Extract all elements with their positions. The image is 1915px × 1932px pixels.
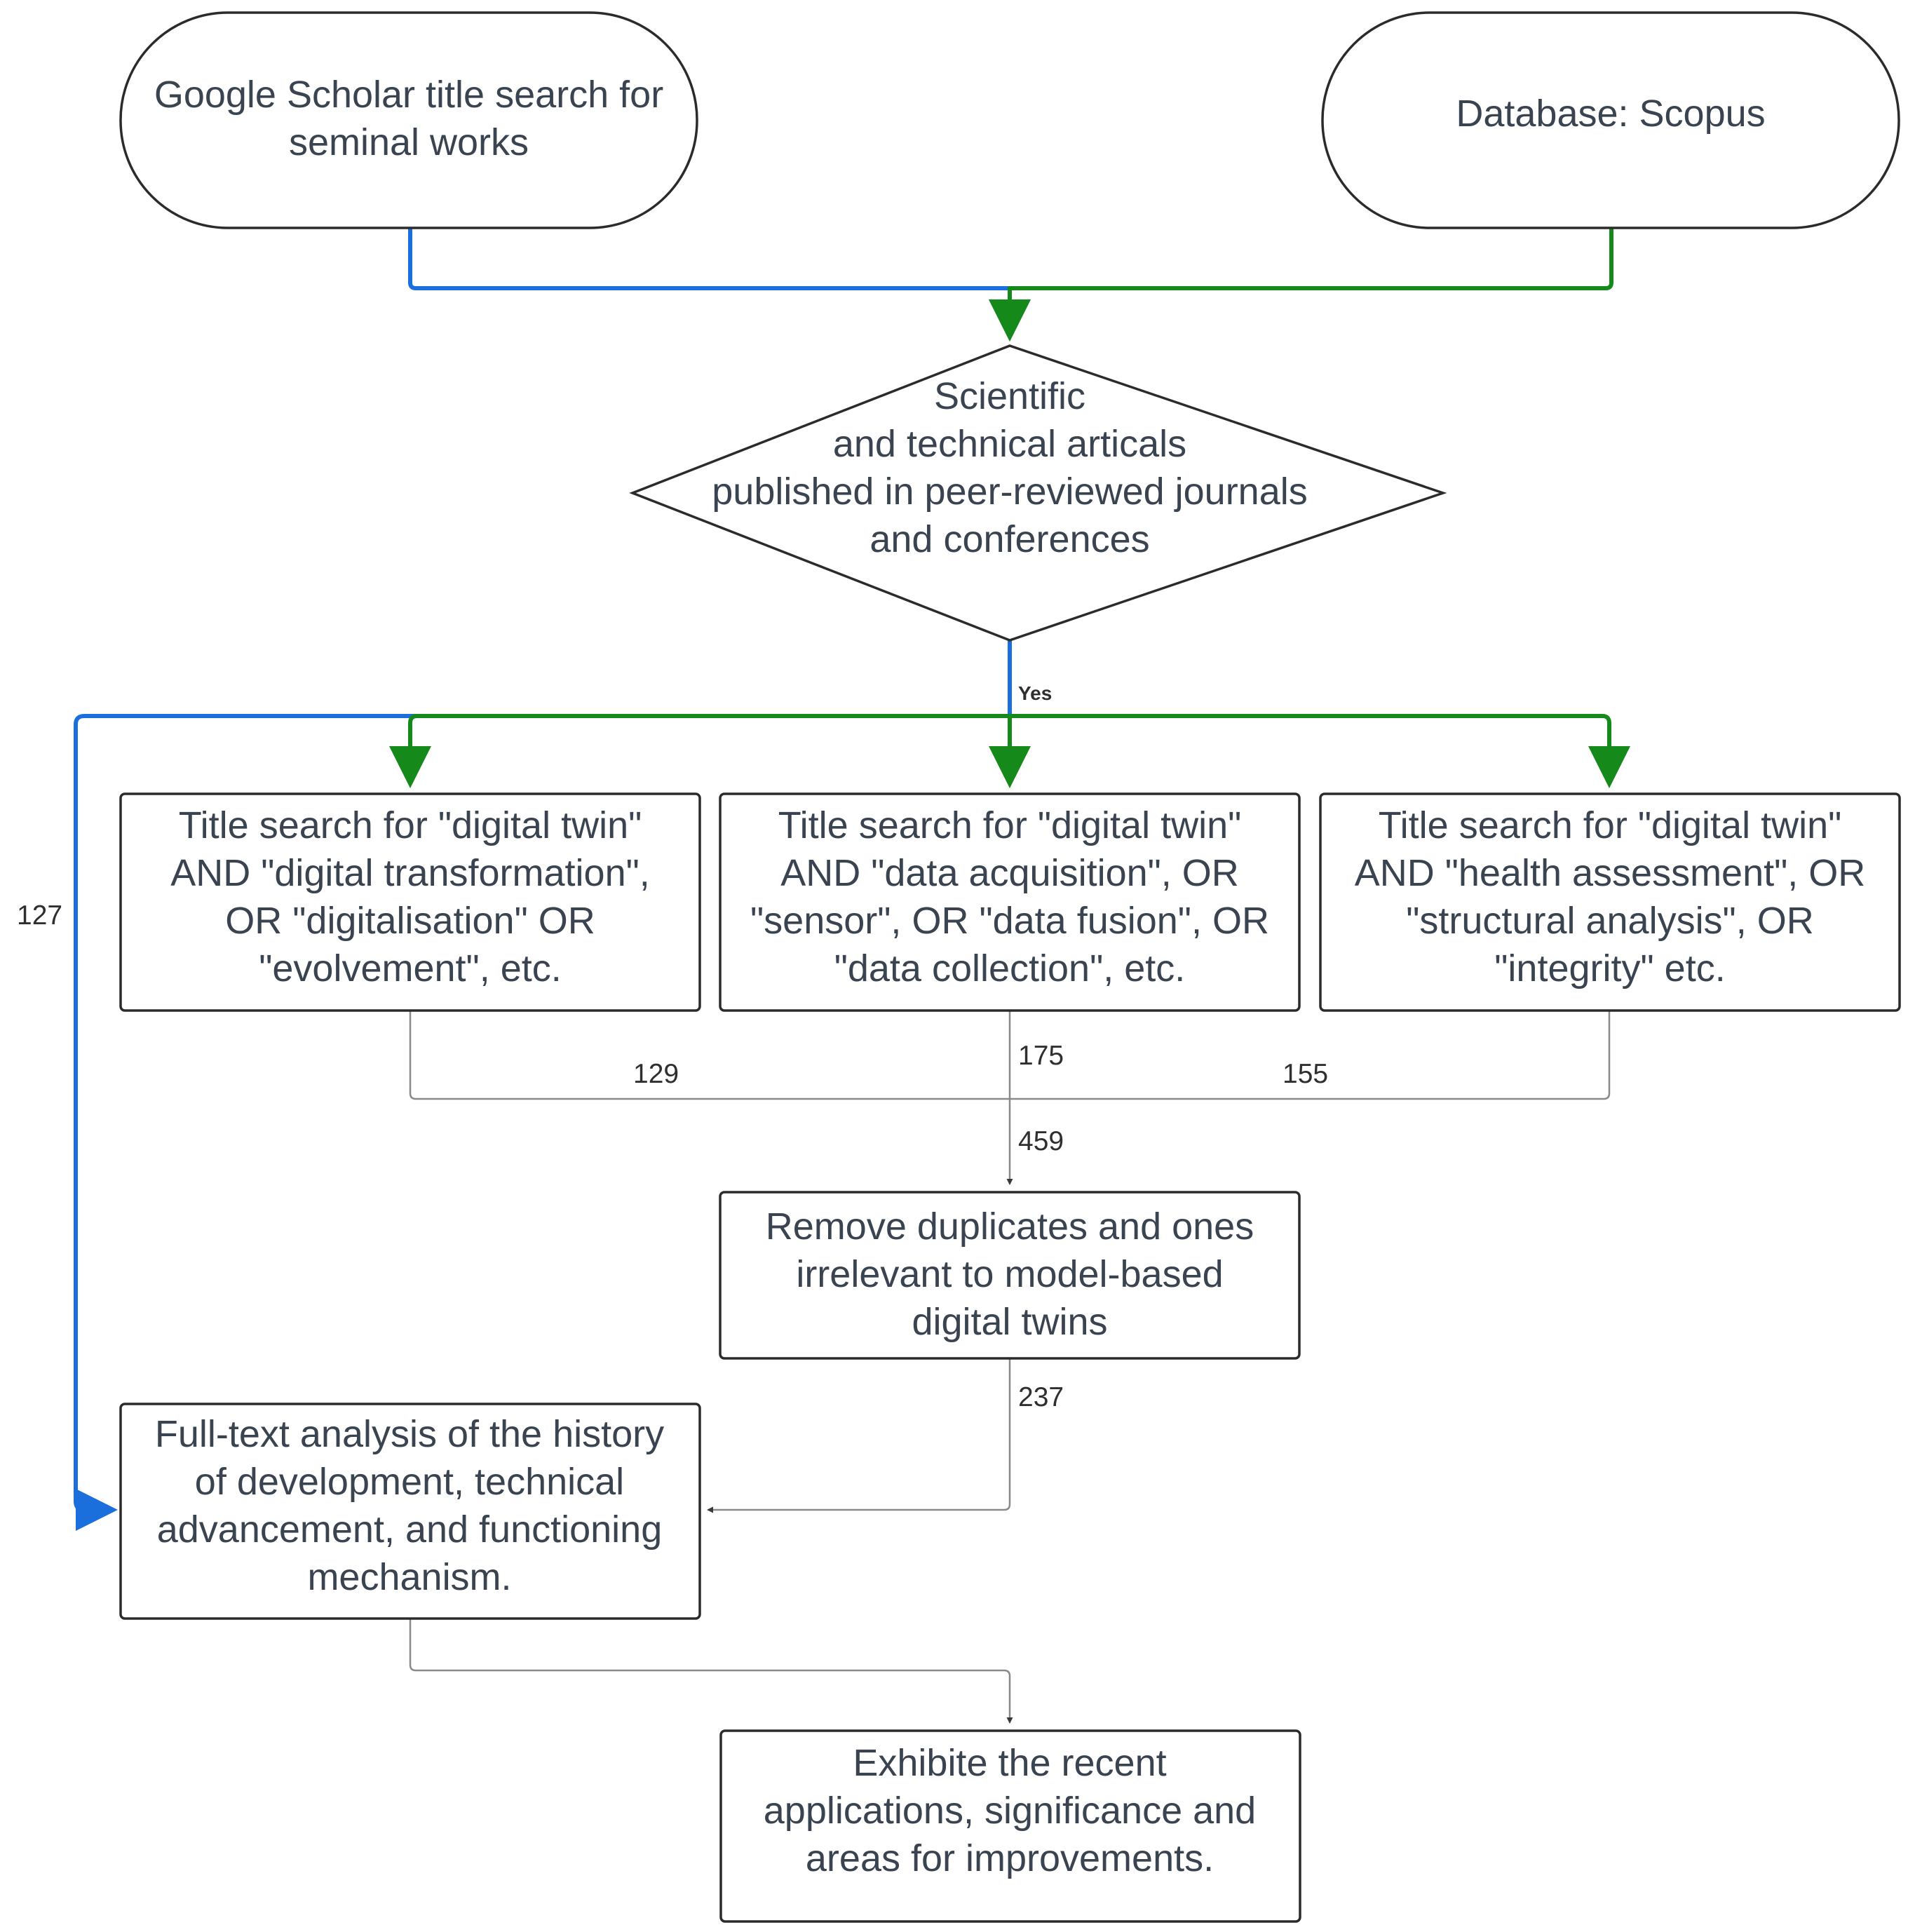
edge-health-to-merge xyxy=(1010,1011,1611,1100)
edge-fulltext-to-exhibit xyxy=(409,1619,1013,1724)
start-scholar-shape xyxy=(119,11,698,229)
node-line: Database: Scopus xyxy=(1456,93,1765,135)
search-transformation-shape xyxy=(119,792,701,1012)
edge-scholar-to-fulltext xyxy=(74,714,1012,1531)
node-line: Title search for "digital twin" xyxy=(778,804,1242,846)
node-line: OR "digitalisation" OR xyxy=(225,900,595,942)
node-line: irrelevant to model-based xyxy=(796,1253,1223,1295)
node-line: and conferences xyxy=(869,518,1149,560)
edge-label-175: 175 xyxy=(1018,1041,1064,1071)
node-line: Exhibite the recent xyxy=(853,1742,1166,1784)
decision-shape xyxy=(629,344,1447,642)
exhibit-shape xyxy=(719,1729,1301,1923)
node-line: Title search for "digital twin" xyxy=(1379,804,1842,846)
edge-labels: Yes 127 129 175 155 459 237 xyxy=(17,682,1328,1412)
edge-label-459: 459 xyxy=(1018,1126,1064,1156)
search-acquisition-shape xyxy=(719,792,1301,1012)
start-scopus-text: Database: Scopus xyxy=(1456,93,1765,135)
node-line: "sensor", OR "data fusion", OR xyxy=(750,900,1269,942)
node-line: AND "digital transformation", xyxy=(170,852,650,894)
exhibit-text: Exhibite the recent applications, signifi… xyxy=(764,1742,1256,1879)
remove-duplicates-shape xyxy=(719,1191,1301,1360)
node-line: mechanism. xyxy=(307,1556,511,1598)
edge-scopus-to-decision xyxy=(989,226,1613,342)
node-line: of development, technical xyxy=(195,1461,624,1503)
node-line: areas for improvements. xyxy=(806,1837,1214,1879)
node-line: AND "data acquisition", OR xyxy=(780,852,1239,894)
shapes xyxy=(119,11,1901,1923)
node-line: digital twins xyxy=(912,1301,1107,1343)
edge-label-155: 155 xyxy=(1283,1059,1328,1089)
node-line: "structural analysis", OR xyxy=(1406,900,1814,942)
edge-transformation-to-merge xyxy=(409,1011,1010,1100)
search-acquisition-text: Title search for "digital twin" AND "data… xyxy=(750,804,1269,989)
node-line: Google Scholar title search for xyxy=(154,74,663,116)
edge-decision-to-transformation xyxy=(389,714,1012,788)
node-line: seminal works xyxy=(289,121,529,163)
start-scholar-text: Google Scholar title search for seminal w… xyxy=(154,74,663,163)
node-line: Full-text analysis of the history xyxy=(155,1413,664,1455)
edge-label-127: 127 xyxy=(17,900,62,931)
remove-duplicates-text: Remove duplicates and ones irrelevant to … xyxy=(766,1205,1254,1343)
search-health-text: Title search for "digital twin" AND "heal… xyxy=(1355,804,1866,989)
node-line: Scientific xyxy=(934,375,1085,417)
node-line: Title search for "digital twin" xyxy=(179,804,642,846)
node-line: published in peer-reviewed journals xyxy=(712,471,1308,513)
start-scopus-shape xyxy=(1321,11,1900,229)
edge-decision-to-health xyxy=(1008,714,1630,788)
edge-scholar-to-decision xyxy=(408,226,1031,342)
node-texts: Google Scholar title search for seminal w… xyxy=(154,74,1865,1879)
full-text-shape xyxy=(119,1403,701,1620)
connectors xyxy=(74,226,1630,1724)
node-line: applications, significance and xyxy=(764,1790,1256,1832)
node-line: advancement, and functioning xyxy=(157,1508,663,1551)
node-line: AND "health assessment", OR xyxy=(1355,852,1866,894)
node-line: and technical articals xyxy=(833,423,1186,465)
edge-label-237: 237 xyxy=(1018,1382,1064,1412)
decision-text: Scientific and technical articals publishe… xyxy=(712,375,1308,560)
edge-label-yes: Yes xyxy=(1018,682,1052,704)
node-line: "integrity" etc. xyxy=(1494,947,1725,989)
search-transformation-text: Title search for "digital twin" AND "digi… xyxy=(170,804,650,989)
edge-label-129: 129 xyxy=(633,1059,679,1089)
full-text-text: Full-text analysis of the history of deve… xyxy=(155,1413,664,1598)
node-line: "evolvement", etc. xyxy=(259,947,562,989)
node-line: "data collection", etc. xyxy=(834,947,1186,989)
edge-remove-to-fulltext xyxy=(707,1358,1011,1513)
node-line: Remove duplicates and ones xyxy=(766,1205,1254,1248)
search-health-shape xyxy=(1319,792,1901,1012)
